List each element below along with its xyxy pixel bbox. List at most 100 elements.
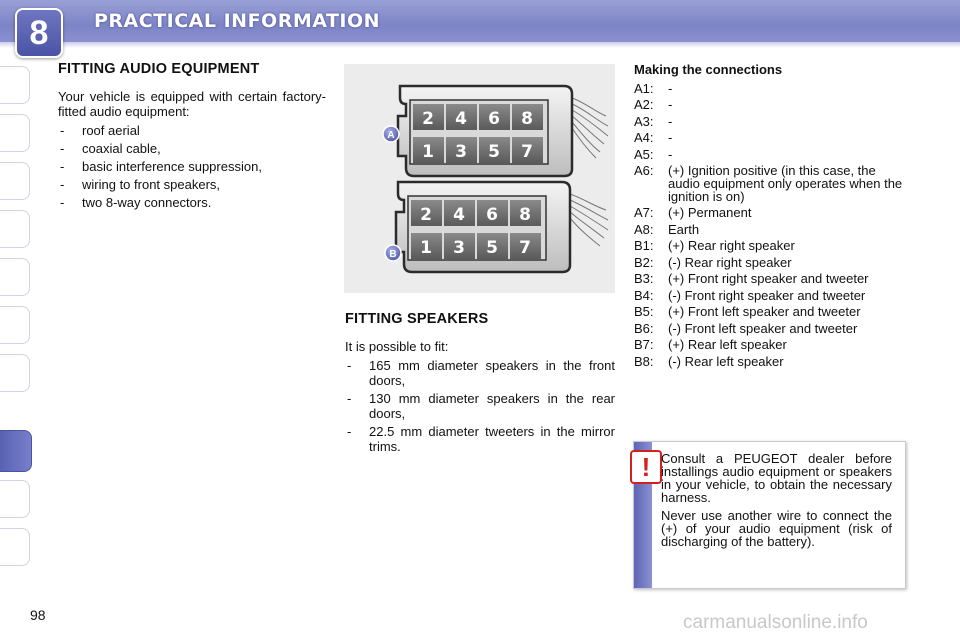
chapter-tab-9[interactable] [0, 480, 30, 518]
chapter-tab-8[interactable] [0, 430, 32, 472]
connector-figure: 2 4 6 8 1 3 5 7 2 4 6 8 1 3 5 7 [344, 64, 615, 293]
pin-a3 [446, 137, 477, 163]
pin-a7 [512, 137, 543, 163]
connection-key: A7: [634, 205, 654, 220]
pin-label: 7 [521, 142, 533, 162]
connection-key: B5: [634, 304, 654, 319]
pin-label: 3 [455, 142, 467, 162]
watermark: carmanualsonline.info [683, 612, 868, 633]
connection-value: (+) Front left speaker and tweeter [668, 304, 861, 319]
connection-key: B2: [634, 254, 654, 270]
warning-box: ! Consult a PEUGEOT dealer before instal… [630, 441, 906, 589]
connector-diagram: 2 4 6 8 1 3 5 7 2 4 6 8 1 3 5 7 [382, 84, 609, 274]
chapter-tab-1[interactable] [0, 66, 30, 104]
connection-row: A8: Earth [634, 222, 909, 239]
connection-row: A7: (+) Permanent [634, 205, 909, 222]
connection-key: A8: [634, 221, 654, 237]
list-item: 22.5 mm diameter tweeters in the mirror … [345, 424, 615, 454]
pin-label: 2 [422, 109, 434, 129]
speakers-heading: FITTING SPEAKERS [345, 311, 489, 327]
warning-paragraph: Consult a PEUGEOT dealer before installi… [661, 451, 892, 505]
chapter-tab-6[interactable] [0, 306, 30, 344]
connection-value: (+) Permanent [668, 205, 752, 220]
connection-value: (+) Rear left speaker [668, 337, 787, 352]
pin-b8 [510, 200, 541, 226]
speakers-intro: It is possible to fit: [345, 339, 449, 354]
connections-section: Making the connections A1:- A2:- A3:- A4… [634, 62, 909, 370]
pin-label: 2 [420, 205, 432, 225]
pin-a5 [479, 137, 510, 163]
connection-row: B7: (+) Rear left speaker [634, 337, 909, 354]
connection-value: Earth [668, 221, 700, 237]
list-item: roof aerial [58, 123, 326, 138]
connection-row: B8:(-) Rear left speaker [634, 354, 909, 371]
page-number: 98 [30, 607, 46, 623]
connection-row: B2: (-) Rear right speaker [634, 255, 909, 272]
chapter-tab-2[interactable] [0, 114, 30, 152]
pin-label: 3 [453, 238, 465, 258]
list-item: 130 mm diameter speakers in the rear doo… [345, 391, 615, 421]
connection-value: - [668, 113, 673, 129]
audio-heading: FITTING AUDIO EQUIPMENT [58, 61, 260, 77]
list-item: 165 mm diameter speakers in the front do… [345, 358, 615, 388]
list-item: basic interference suppression, [58, 159, 326, 174]
chapter-tab-10[interactable] [0, 528, 30, 566]
pin-label: 1 [422, 142, 434, 162]
connection-row: B4:(-) Front right speaker and tweeter [634, 288, 909, 305]
connection-row: A4:- [634, 130, 909, 147]
connection-key: B8: [634, 353, 654, 369]
pins-b: 2 4 6 8 1 3 5 7 [411, 200, 541, 259]
pin-label: 8 [521, 109, 533, 129]
connection-value: (-) Front right speaker and tweeter [668, 287, 866, 303]
badge-b: B [384, 244, 402, 262]
badge-a: A [382, 125, 400, 143]
warning-paragraph: Never use another wire to connect the (+… [661, 508, 892, 549]
warning-text: Consult a PEUGEOT dealer before installi… [661, 452, 892, 553]
pin-a8 [512, 104, 543, 130]
pin-label: 6 [488, 109, 500, 129]
pin-a2 [413, 104, 444, 130]
badge-a-label: A [387, 130, 394, 141]
list-item: wiring to front speakers, [58, 177, 326, 192]
connection-value: - [668, 146, 673, 162]
pin-a6 [479, 104, 510, 130]
connection-row: A5:- [634, 147, 909, 164]
speakers-list: 165 mm diameter speakers in the front do… [345, 358, 615, 454]
pin-label: 4 [453, 205, 465, 225]
connection-key: B3: [634, 271, 654, 286]
pin-b4 [444, 200, 475, 226]
pin-b3 [444, 233, 475, 259]
list-item: coaxial cable, [58, 141, 326, 156]
pin-a1 [413, 137, 444, 163]
connection-value: (+) Front right speaker and tweeter [668, 271, 869, 286]
connection-row: B6:(-) Front left speaker and tweeter [634, 321, 909, 338]
speakers-section: FITTING SPEAKERS It is possible to fit: … [345, 312, 615, 457]
wires-top [571, 97, 609, 159]
connection-value: - [668, 80, 673, 96]
pin-label: 7 [519, 238, 531, 258]
connection-row: A1:- [634, 81, 909, 98]
connection-key: B7: [634, 337, 654, 352]
pins-a: 2 4 6 8 1 3 5 7 [413, 104, 543, 163]
chapter-tab-4[interactable] [0, 210, 30, 248]
pin-label: 5 [486, 238, 498, 258]
connection-row: B3: (+) Front right speaker and tweeter [634, 271, 909, 288]
connection-key: A4: [634, 130, 654, 145]
connection-key: B1: [634, 238, 654, 253]
chapter-tab-5[interactable] [0, 258, 30, 296]
connection-value: (-) Front left speaker and tweeter [668, 320, 858, 336]
wires-bottom [569, 193, 609, 247]
pin-b7 [510, 233, 541, 259]
connection-value: (-) Rear right speaker [668, 254, 792, 270]
pin-b6 [477, 200, 508, 226]
audio-intro: Your vehicle is equipped with certain fa… [58, 89, 326, 119]
badge-b-label: B [389, 249, 396, 260]
connection-row: B5: (+) Front left speaker and tweeter [634, 304, 909, 321]
chapter-tab-3[interactable] [0, 162, 30, 200]
chapter-tab-7[interactable] [0, 354, 30, 392]
audio-section: FITTING AUDIO EQUIPMENT Your vehicle is … [58, 62, 326, 213]
pin-b2 [411, 200, 442, 226]
connection-key: A2: [634, 97, 654, 112]
header-shadow [0, 42, 960, 48]
connection-value: (+) Rear right speaker [668, 238, 795, 253]
